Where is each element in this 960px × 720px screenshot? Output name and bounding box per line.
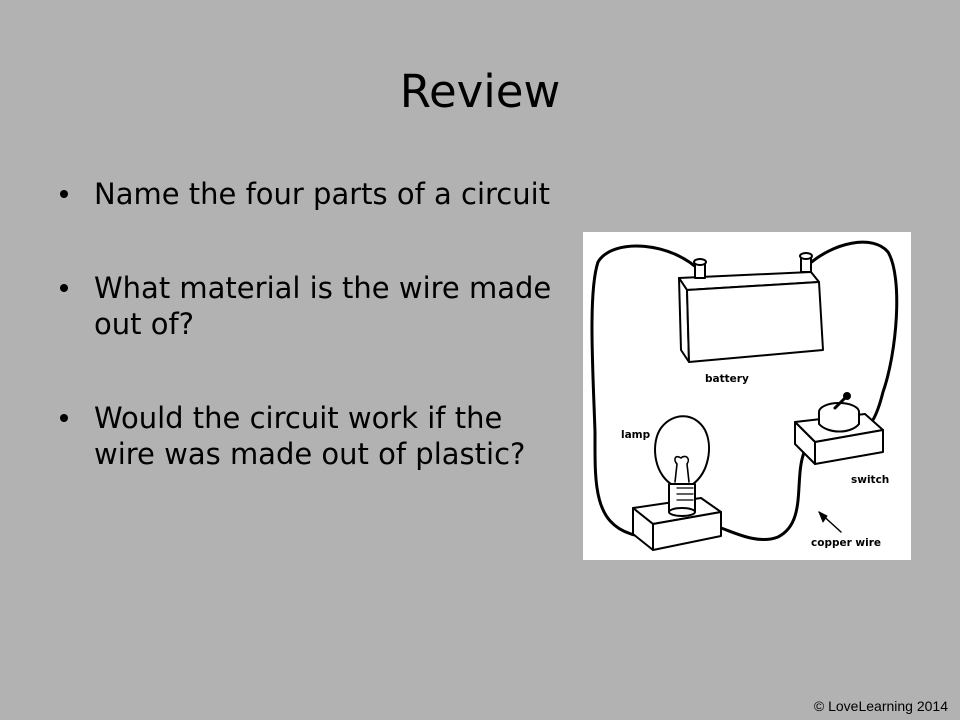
bullet-list: Name the four parts of a circuit What ma… bbox=[58, 176, 558, 472]
bullet-dot-icon bbox=[60, 414, 68, 422]
label-copper-wire: copper wire bbox=[811, 537, 881, 549]
lamp-shape bbox=[632, 415, 722, 551]
label-battery: battery bbox=[705, 373, 749, 385]
bullet-item: Name the four parts of a circuit bbox=[58, 176, 558, 212]
wire-copper bbox=[719, 448, 807, 542]
bullet-text: Name the four parts of a circuit bbox=[94, 177, 551, 211]
battery-shape bbox=[678, 252, 824, 363]
slide-title: Review bbox=[399, 65, 561, 118]
bullet-item: What material is the wire made out of? bbox=[58, 270, 558, 342]
label-lamp: lamp bbox=[621, 429, 651, 441]
bullet-text: What material is the wire made out of? bbox=[94, 271, 552, 341]
bullet-dot-icon bbox=[60, 190, 68, 198]
bullet-item: Would the circuit work if the wire was m… bbox=[58, 400, 558, 472]
label-switch: switch bbox=[851, 474, 889, 486]
circuit-diagram: battery lamp switch copper wire bbox=[583, 232, 911, 560]
wire-left bbox=[590, 244, 703, 537]
bullet-text: Would the circuit work if the wire was m… bbox=[94, 401, 526, 471]
copyright-footer: © LoveLearning 2014 bbox=[813, 698, 948, 714]
wire-right bbox=[805, 240, 899, 428]
bullet-dot-icon bbox=[60, 284, 68, 292]
circuit-drawing: battery lamp switch copper wire bbox=[590, 240, 899, 551]
switch-shape bbox=[794, 392, 884, 465]
